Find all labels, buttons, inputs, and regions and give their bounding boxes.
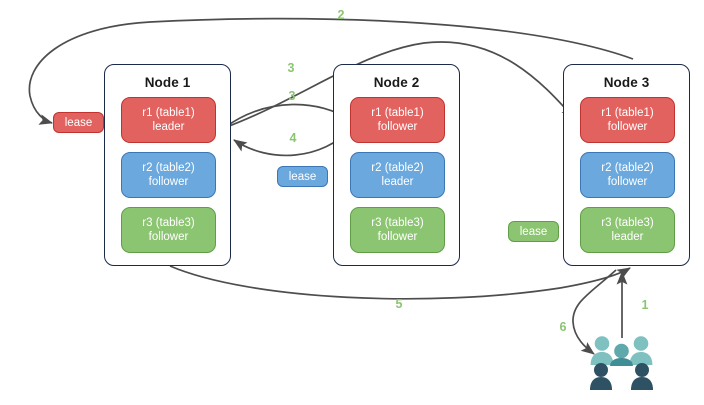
replica-node1-r1[interactable]: r1 (table1) leader bbox=[121, 97, 216, 143]
node-title: Node 2 bbox=[373, 75, 420, 90]
replica-name: r1 (table1) bbox=[601, 107, 654, 119]
replica-node3-r2[interactable]: r2 (table2) follower bbox=[580, 152, 675, 198]
step-label-3b: 3 bbox=[288, 89, 296, 103]
replica-role: leader bbox=[381, 176, 414, 188]
replica-node1-r3[interactable]: r3 (table3) follower bbox=[121, 207, 216, 253]
edge-5 bbox=[169, 265, 631, 300]
node-title: Node 3 bbox=[603, 75, 650, 90]
node-container-node2[interactable]: Node 2 r1 (table1) follower r2 (table2) … bbox=[333, 64, 460, 266]
replica-role: follower bbox=[607, 176, 648, 188]
lease-badge-r3[interactable]: lease bbox=[508, 221, 559, 242]
step-label-1: 1 bbox=[641, 298, 649, 312]
replica-name: r2 (table2) bbox=[371, 162, 424, 174]
step-label-4: 4 bbox=[289, 131, 297, 145]
replica-node1-r2[interactable]: r2 (table2) follower bbox=[121, 152, 216, 198]
replica-role: follower bbox=[148, 176, 189, 188]
node-title: Node 1 bbox=[144, 75, 191, 90]
replica-role: follower bbox=[377, 231, 418, 243]
replica-role: leader bbox=[152, 121, 185, 133]
replica-role: follower bbox=[377, 121, 418, 133]
replica-role: follower bbox=[607, 121, 648, 133]
replica-name: r3 (table3) bbox=[142, 217, 195, 229]
replica-name: r3 (table3) bbox=[371, 217, 424, 229]
node-container-node3[interactable]: Node 3 r1 (table1) follower r2 (table2) … bbox=[563, 64, 690, 266]
replica-node2-r2[interactable]: r2 (table2) leader bbox=[350, 152, 445, 198]
replica-node3-r3[interactable]: r3 (table3) leader bbox=[580, 207, 675, 253]
replica-name: r2 (table2) bbox=[601, 162, 654, 174]
replica-role: leader bbox=[611, 231, 644, 243]
replica-name: r2 (table2) bbox=[142, 162, 195, 174]
step-label-5: 5 bbox=[395, 297, 403, 311]
replica-role: follower bbox=[148, 231, 189, 243]
lease-badge-r1[interactable]: lease bbox=[53, 112, 104, 133]
edge-3-to-node2 bbox=[223, 103, 351, 129]
step-label-2: 2 bbox=[337, 8, 345, 22]
replica-name: r3 (table3) bbox=[601, 217, 654, 229]
node-container-node1[interactable]: Node 1 r1 (table1) leader r2 (table2) fo… bbox=[104, 64, 231, 266]
replica-node2-r3[interactable]: r3 (table3) follower bbox=[350, 207, 445, 253]
replica-node2-r1[interactable]: r1 (table1) follower bbox=[350, 97, 445, 143]
replica-name: r1 (table1) bbox=[142, 107, 195, 119]
people-icon bbox=[590, 336, 653, 390]
step-label-6: 6 bbox=[559, 320, 567, 334]
step-label-3a: 3 bbox=[287, 61, 295, 75]
replica-name: r1 (table1) bbox=[371, 107, 424, 119]
lease-badge-r2[interactable]: lease bbox=[277, 166, 328, 187]
replica-node3-r1[interactable]: r1 (table1) follower bbox=[580, 97, 675, 143]
